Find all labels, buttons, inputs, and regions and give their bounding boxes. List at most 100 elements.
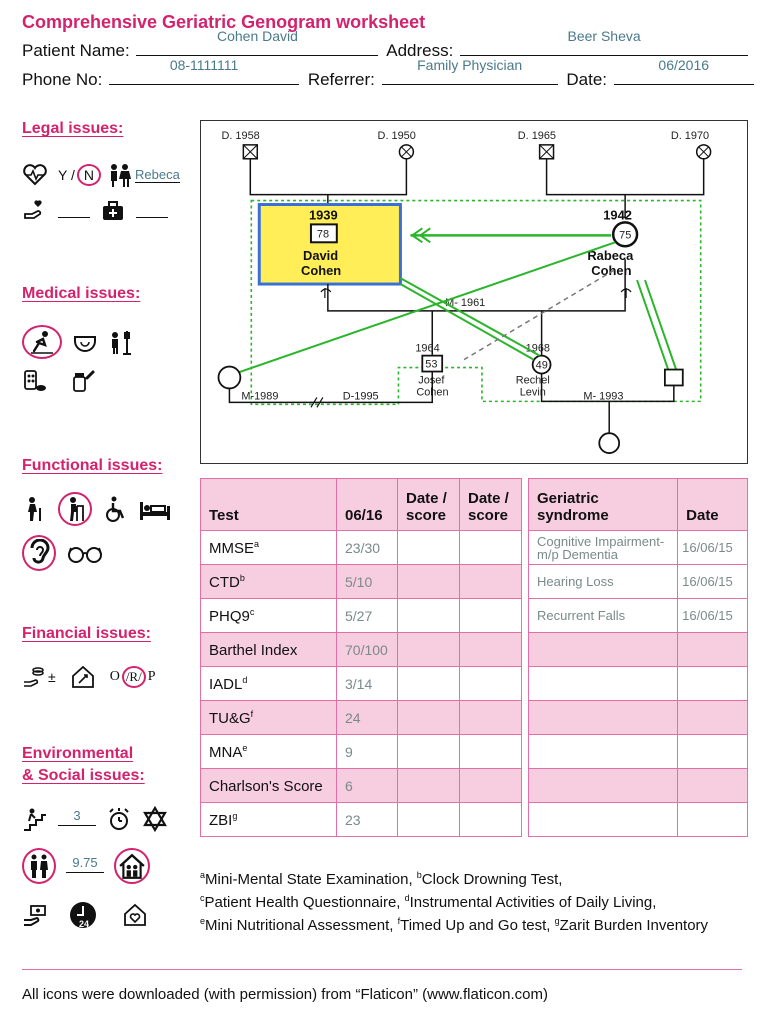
patient-name-value: Cohen David xyxy=(217,28,298,44)
patient-name-field[interactable]: Cohen David xyxy=(136,28,379,56)
iv-patient-icon[interactable] xyxy=(108,329,134,355)
test-cell-empty[interactable] xyxy=(397,734,460,769)
legal-field-2[interactable] xyxy=(136,204,168,218)
test-score[interactable]: 6 xyxy=(336,768,398,803)
test-score[interactable]: 9 xyxy=(336,734,398,769)
marriage-line xyxy=(327,259,626,312)
bed-patient-icon[interactable] xyxy=(138,496,172,522)
syndrome-cell-empty[interactable] xyxy=(677,700,748,735)
date-field[interactable]: 06/2016 xyxy=(613,57,754,85)
syndrome-cell-empty[interactable] xyxy=(677,768,748,803)
syndrome-name[interactable]: Cognitive Impairment- m/p Dementia xyxy=(527,530,679,565)
syndrome-date[interactable]: 16/06/15 xyxy=(677,564,748,599)
test-cell-empty[interactable] xyxy=(459,666,522,701)
star-of-david-icon[interactable] xyxy=(142,805,168,833)
test-cell-empty[interactable] xyxy=(459,598,522,633)
stairs-icon[interactable] xyxy=(22,806,48,832)
test-cell-empty[interactable] xyxy=(397,530,460,565)
david-name-1: David xyxy=(303,248,338,263)
test-cell-empty[interactable] xyxy=(459,564,522,599)
phone-label: Phone No: xyxy=(22,70,103,89)
phone-field[interactable]: 08-1111111 xyxy=(109,57,300,85)
test-cell-empty[interactable] xyxy=(397,598,460,633)
test-cell-empty[interactable] xyxy=(397,768,460,803)
distance-field[interactable]: 9.75 xyxy=(66,855,104,873)
patient-name-label: Patient Name: xyxy=(22,41,130,60)
syndrome-cell-empty[interactable] xyxy=(527,700,679,735)
test-cell-empty[interactable] xyxy=(397,632,460,667)
test-cell-empty[interactable] xyxy=(459,802,522,837)
syndrome-cell-empty[interactable] xyxy=(527,734,679,769)
test-score[interactable]: 5/27 xyxy=(336,598,398,633)
glasses-icon[interactable] xyxy=(66,540,104,566)
fall-icon[interactable] xyxy=(22,325,62,359)
stairs-field[interactable]: 3 xyxy=(58,808,96,826)
rechel-husband-symbol[interactable] xyxy=(663,368,684,387)
syndrome-name[interactable]: Recurrent Falls xyxy=(527,598,679,633)
gp-left-couple-line xyxy=(249,158,408,196)
tests-table: Test 06/16 Date / score Date / score MMS… xyxy=(200,478,522,837)
syndrome-cell-empty[interactable] xyxy=(677,666,748,701)
josef-ex-wife-symbol[interactable] xyxy=(217,365,242,390)
address-label: Address: xyxy=(386,41,454,60)
walker-icon[interactable] xyxy=(58,492,92,526)
financial-r-selected[interactable]: /R/ xyxy=(121,666,146,688)
legal-n-selected[interactable]: N xyxy=(76,164,101,186)
david-symbol[interactable] xyxy=(257,203,402,286)
syndrome-cell-empty[interactable] xyxy=(527,802,679,837)
marriage-label: M- 1961 xyxy=(445,297,485,309)
medical-kit-icon[interactable] xyxy=(100,198,126,224)
test-score[interactable]: 70/100 xyxy=(336,632,398,667)
diaper-icon[interactable] xyxy=(72,329,98,355)
referrer-field[interactable]: Family Physician xyxy=(381,57,558,85)
environmental-icons-row-2: 9.75 xyxy=(22,848,150,884)
wheelchair-icon[interactable] xyxy=(102,496,128,522)
test-cell-empty[interactable] xyxy=(397,666,460,701)
syndrome-cell-empty[interactable] xyxy=(677,734,748,769)
syndrome-cell-empty[interactable] xyxy=(677,802,748,837)
house-heart-icon[interactable] xyxy=(122,902,148,928)
syndrome-name[interactable]: Hearing Loss xyxy=(527,564,679,599)
test-score[interactable]: 23 xyxy=(336,802,398,837)
josef-age: 53 xyxy=(425,359,437,371)
test-score[interactable]: 3/14 xyxy=(336,666,398,701)
hand-money-icon[interactable] xyxy=(22,902,48,928)
medicine-bottle-icon[interactable] xyxy=(70,368,96,394)
test-cell-empty[interactable] xyxy=(459,734,522,769)
elderly-couple-icon[interactable] xyxy=(22,848,56,884)
ear-icon[interactable] xyxy=(22,535,56,571)
syndrome-cell-empty[interactable] xyxy=(527,768,679,803)
functional-icons-row-1 xyxy=(22,492,172,526)
test-cell-empty[interactable] xyxy=(459,768,522,803)
test-cell-empty[interactable] xyxy=(397,564,460,599)
heart-pulse-icon[interactable] xyxy=(22,162,48,188)
alarm-clock-icon[interactable] xyxy=(106,806,132,832)
syndrome-date[interactable]: 16/06/15 xyxy=(677,598,748,633)
legal-field-1[interactable] xyxy=(58,204,90,218)
syndrome-cell-empty[interactable] xyxy=(527,666,679,701)
family-proxy-icon[interactable] xyxy=(107,162,133,188)
test-score[interactable]: 23/30 xyxy=(336,530,398,565)
test-score[interactable]: 24 xyxy=(336,700,398,735)
hand-heart-icon[interactable] xyxy=(22,198,48,224)
test-score[interactable]: 5/10 xyxy=(336,564,398,599)
rabeca-symbol[interactable] xyxy=(611,221,639,248)
pill-pack-icon[interactable] xyxy=(22,368,48,394)
house-family-icon[interactable] xyxy=(114,848,150,884)
grandchild-symbol[interactable] xyxy=(598,432,621,454)
house-money-icon[interactable] xyxy=(70,664,96,690)
elderly-cane-icon[interactable] xyxy=(22,496,48,522)
syndrome-cell-empty[interactable] xyxy=(527,632,679,667)
coins-hand-icon[interactable] xyxy=(22,664,48,690)
test-cell-empty[interactable] xyxy=(459,700,522,735)
test-cell-empty[interactable] xyxy=(397,700,460,735)
test-cell-empty[interactable] xyxy=(459,632,522,667)
address-field[interactable]: Beer Sheva xyxy=(460,28,749,56)
financial-p: P xyxy=(147,669,156,684)
syndrome-date[interactable]: 16/06/15 xyxy=(677,530,748,565)
syndrome-cell-empty[interactable] xyxy=(677,632,748,667)
clock-24-icon[interactable]: 24 xyxy=(68,900,98,930)
test-cell-empty[interactable] xyxy=(459,530,522,565)
test-cell-empty[interactable] xyxy=(397,802,460,837)
